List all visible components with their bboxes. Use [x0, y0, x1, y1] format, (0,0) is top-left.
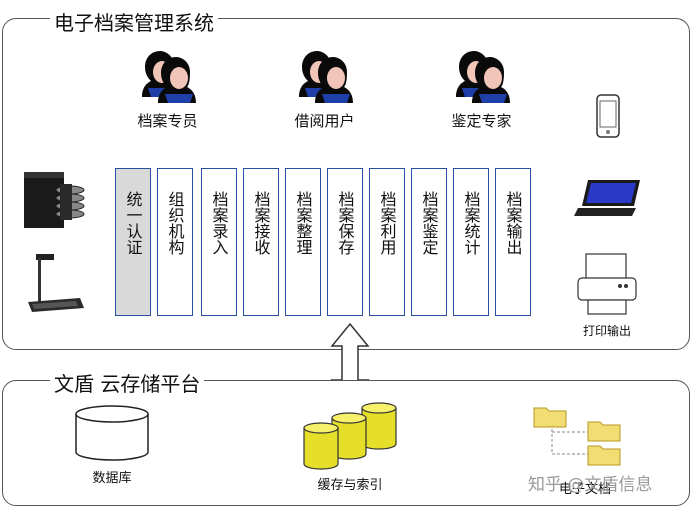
module-unified-auth[interactable]: 统一认证: [115, 168, 151, 316]
module-archive-use[interactable]: 档案利用: [369, 168, 405, 316]
module-label: 档案输出: [503, 191, 523, 255]
cloud-storage-title: 文盾 云存储平台: [50, 368, 205, 397]
cache-label: 缓存与索引: [317, 478, 383, 493]
cache-cylinders-icon: [303, 402, 397, 470]
mobile-phone-icon: [596, 94, 620, 138]
role-label: 鉴定专家: [451, 112, 512, 130]
document-camera-icon: [28, 254, 84, 312]
role-appraiser: 鉴定专家: [434, 48, 529, 131]
module-archive-output[interactable]: 档案输出: [495, 168, 531, 316]
module-label: 档案录入: [209, 191, 229, 255]
printer-label: 打印输出: [582, 324, 631, 338]
printer-icon: [577, 253, 637, 315]
users-icon: [141, 51, 196, 103]
module-label: 档案整理: [293, 191, 313, 255]
module-archive-statistics[interactable]: 档案统计: [453, 168, 489, 316]
users-icon: [455, 51, 510, 103]
module-label: 档案保存: [335, 191, 355, 255]
module-organization[interactable]: 组织机构: [157, 168, 193, 316]
database-icon: [75, 405, 149, 461]
module-archive-entry[interactable]: 档案录入: [201, 168, 237, 316]
watermark: 知乎 @文盾信息: [528, 475, 653, 495]
database-label: 数据库: [92, 471, 132, 486]
module-archive-receive[interactable]: 档案接收: [243, 168, 279, 316]
module-label: 组织机构: [165, 191, 185, 255]
users-icon: [298, 51, 353, 103]
docs-label: 电子文档: [558, 482, 611, 497]
archive-system-title: 电子档案管理系统: [50, 7, 218, 36]
role-label: 档案专员: [137, 112, 198, 130]
role-archive-clerk: 档案专员: [120, 48, 215, 131]
disc-tower-icon: [24, 172, 85, 228]
role-borrower: 借阅用户: [277, 48, 372, 131]
module-archive-preserve[interactable]: 档案保存: [327, 168, 363, 316]
role-label: 借阅用户: [294, 112, 355, 130]
module-archive-organize[interactable]: 档案整理: [285, 168, 321, 316]
module-label: 统一认证: [123, 191, 143, 255]
module-label: 档案鉴定: [419, 191, 439, 255]
module-label: 档案接收: [251, 191, 271, 255]
module-archive-appraise[interactable]: 档案鉴定: [411, 168, 447, 316]
laptop-icon: [574, 180, 640, 216]
module-label: 档案统计: [461, 191, 481, 255]
module-label: 档案利用: [377, 191, 397, 255]
folder-tree-icon: [533, 407, 621, 466]
